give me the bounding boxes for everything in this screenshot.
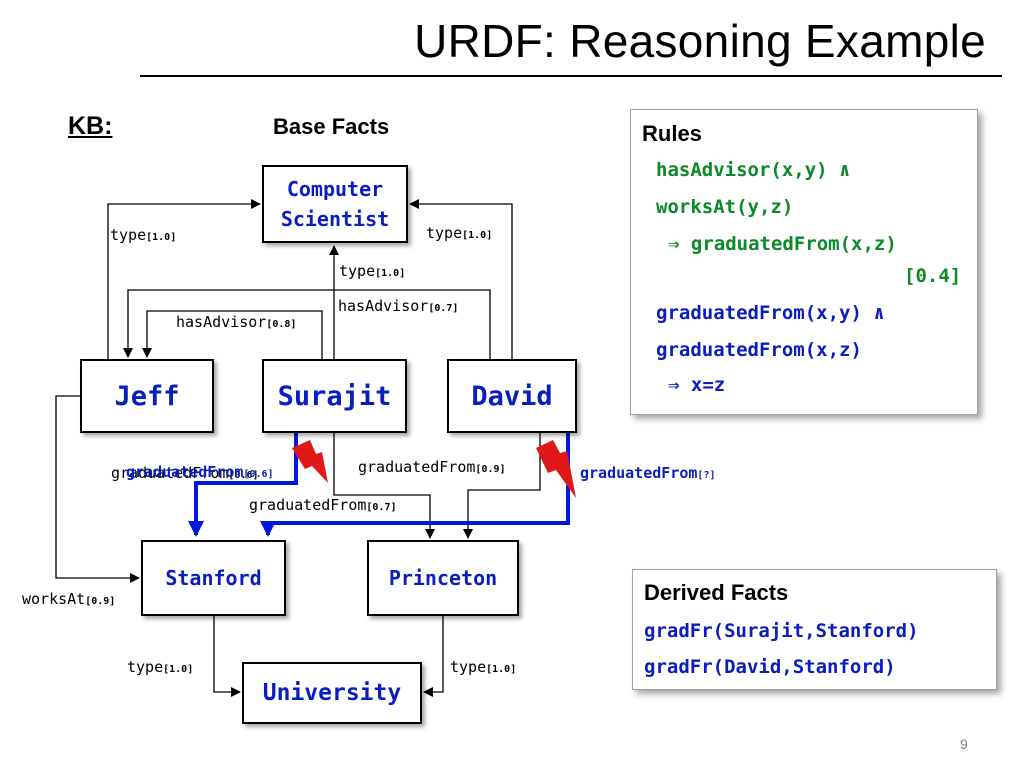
base-facts-label: Base Facts [273, 114, 390, 139]
label-david-type: type[1.0] [426, 224, 493, 242]
edge-surajit-gradfrom-princeton [333, 433, 435, 539]
node-stanford: Stanford [141, 540, 286, 616]
conflict-bolt-right [536, 440, 576, 498]
edge-david-gradfrom-princeton [463, 433, 541, 539]
node-cs-line2: Scientist [280, 207, 390, 231]
edge-princeton-type [423, 616, 444, 697]
rule2-line3: ⇒ x=z [668, 374, 726, 396]
label-surajit-hasadvisor: hasAdvisor[0.8] [176, 313, 297, 331]
label-david-hasadvisor: hasAdvisor[0.7] [338, 297, 459, 315]
edge-surajit-gradfrom-stanford-derived [188, 433, 298, 537]
node-david: David [447, 359, 577, 433]
rule1-line3: ⇒ graduatedFrom(x,z) [668, 233, 897, 255]
rule1-line2: worksAt(y,z) [656, 196, 794, 218]
node-princeton: Princeton [367, 540, 519, 616]
label-surajit-gradfrom-derived: graduatedFrom[0.6] [126, 463, 274, 481]
rule2-line2: graduatedFrom(x,z) [656, 339, 862, 361]
edge-jeff-type [107, 199, 261, 359]
node-cs-line1: Computer [286, 177, 384, 201]
rules-heading: Rules [642, 121, 702, 146]
edge-surajit-hasadvisor [142, 310, 323, 359]
rule1-weight: [0.4] [904, 265, 962, 287]
label-jeff-gradfrom-obscured: graduatedFrom[0.6] [111, 464, 259, 482]
label-david-gradfrom-derived: graduatedFrom[?] [580, 464, 716, 482]
conflict-bolt-left [292, 440, 328, 483]
node-computer-scientist: Computer Scientist [262, 165, 408, 243]
rule1-line1: hasAdvisor(x,y) ∧ [656, 159, 851, 181]
title-underline [140, 75, 1002, 77]
edge-stanford-type [213, 616, 241, 697]
kb-label: KB: [68, 112, 113, 140]
derived-heading: Derived Facts [644, 580, 789, 605]
derived-facts-panel: Derived Facts gradFr(Surajit,Stanford) g… [632, 569, 997, 690]
label-jeff-type: type[1.0] [110, 226, 177, 244]
label-stanford-type: type[1.0] [127, 658, 194, 676]
rules-panel: Rules hasAdvisor(x,y) ∧ worksAt(y,z) ⇒ g… [630, 109, 978, 415]
edge-david-type [409, 199, 513, 359]
label-jeff-worksat: worksAt[0.9] [22, 590, 116, 608]
edge-david-hasadvisor [123, 289, 491, 359]
label-princeton-type: type[1.0] [450, 658, 517, 676]
label-surajit-type: type[1.0] [339, 262, 406, 280]
rule2-line1: graduatedFrom(x,y) ∧ [656, 302, 885, 324]
label-surajit-gradfrom-princeton: graduatedFrom[0.7] [249, 496, 397, 514]
label-david-gradfrom-princeton: graduatedFrom[0.9] [358, 458, 506, 476]
node-surajit: Surajit [262, 359, 407, 433]
page-number: 9 [960, 736, 968, 752]
edge-jeff-worksat [55, 395, 140, 583]
derived-fact-2: gradFr(David,Stanford) [644, 656, 896, 678]
node-university: University [242, 662, 422, 724]
slide-title: URDF: Reasoning Example [414, 15, 986, 67]
derived-fact-1: gradFr(Surajit,Stanford) [644, 620, 919, 642]
node-jeff: Jeff [80, 359, 214, 433]
